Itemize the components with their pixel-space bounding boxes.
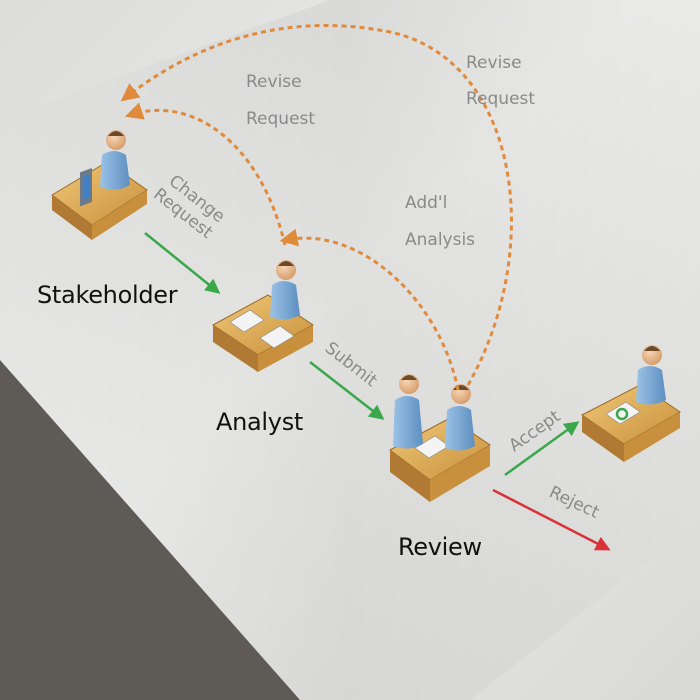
svg-text:Request: Request [466, 89, 535, 109]
stakeholder-label: Stakeholder [37, 281, 177, 309]
svg-text:Revise: Revise [246, 72, 302, 92]
svg-text:Add'l: Add'l [405, 193, 447, 213]
svg-text:Request: Request [246, 109, 315, 129]
review-label: Review [398, 533, 482, 561]
svg-text:Analysis: Analysis [405, 230, 475, 250]
svg-text:Revise: Revise [466, 53, 522, 73]
analyst-label: Analyst [216, 408, 303, 436]
